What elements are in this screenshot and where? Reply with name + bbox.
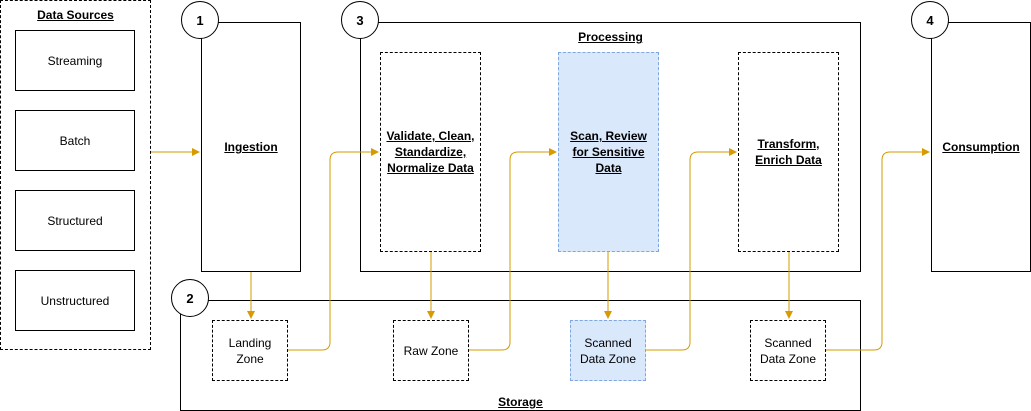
processing-number-badge: 3 (341, 1, 379, 39)
ingestion-number-badge: 1 (181, 1, 219, 39)
zone-landing-box: Landing Zone (212, 320, 288, 381)
consumption-box: Consumption (931, 22, 1031, 272)
source-label: Streaming (47, 53, 103, 68)
source-label: Structured (47, 213, 103, 228)
processing-title: Processing (578, 30, 643, 44)
source-label: Batch (59, 133, 91, 148)
zone-raw-box: Raw Zone (393, 320, 469, 381)
zone-label: Scanned Data Zone (579, 335, 637, 366)
source-label: Unstructured (40, 293, 110, 308)
storage-number-badge: 2 (171, 279, 209, 317)
zone-scanned-1-box: Scanned Data Zone (570, 320, 646, 381)
step-validate-box: Validate, Clean, Standardize, Normalize … (380, 52, 481, 252)
source-streaming: Streaming (15, 30, 135, 91)
ingestion-box: Ingestion (201, 22, 301, 272)
step-transform-box: Transform, Enrich Data (738, 52, 839, 252)
zone-label: Raw Zone (403, 343, 459, 358)
ingestion-label: Ingestion (224, 140, 278, 154)
step-validate-label: Validate, Clean, Standardize, Normalize … (386, 129, 475, 175)
data-sources-title: Data Sources (37, 8, 114, 22)
consumption-label: Consumption (942, 140, 1020, 154)
step-transform-label: Transform, Enrich Data (755, 137, 822, 167)
source-batch: Batch (15, 110, 135, 171)
source-structured: Structured (15, 190, 135, 251)
zone-label: Landing Zone (228, 335, 272, 366)
storage-title: Storage (498, 395, 543, 409)
step-scan-label: Scan, Review for Sensitive Data (570, 129, 647, 175)
consumption-number-badge: 4 (911, 1, 949, 39)
zone-scanned-2-box: Scanned Data Zone (750, 320, 826, 381)
zone-label: Scanned Data Zone (759, 335, 817, 366)
step-scan-box: Scan, Review for Sensitive Data (558, 52, 659, 252)
source-unstructured: Unstructured (15, 270, 135, 331)
